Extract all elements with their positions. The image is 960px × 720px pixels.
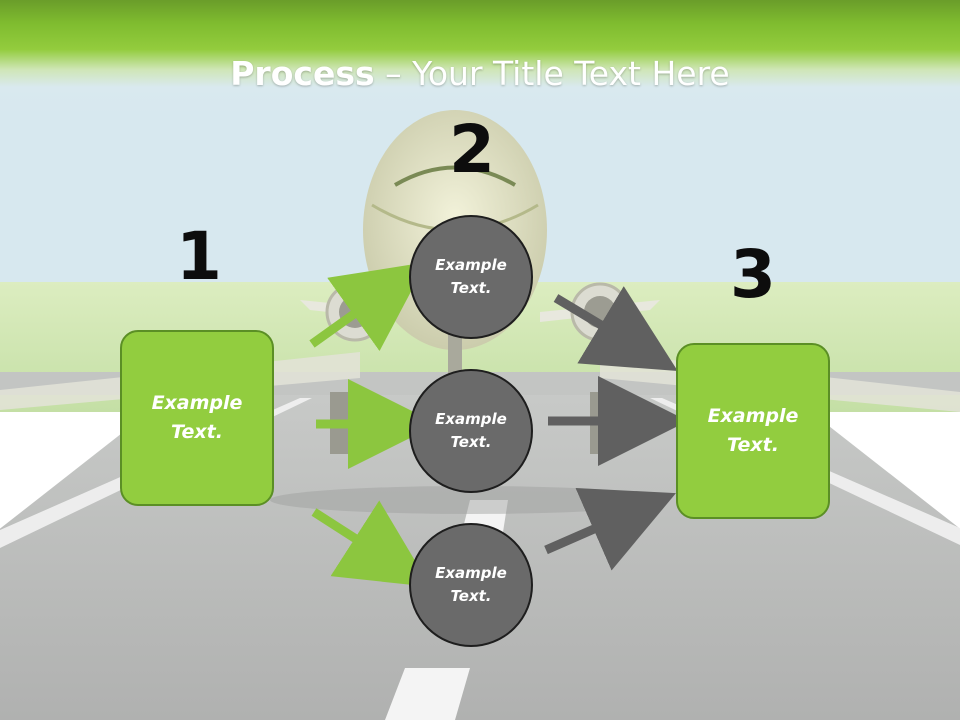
step-circle-top-text: Example Text.: [435, 256, 507, 297]
arrow-right-icon: [553, 286, 678, 372]
step-number-2: 2: [449, 111, 495, 188]
slide-title: Process – Your Title Text Here: [0, 52, 960, 96]
step-circle-bottom-text: Example Text.: [435, 564, 507, 605]
step-circle-middle-text: Example Text.: [435, 410, 507, 451]
step-circle-top: Example Text.: [409, 215, 533, 339]
title-rest-part: – Your Title Text Here: [374, 54, 730, 93]
arrow-right-icon: [309, 262, 427, 352]
step-box-3-text: Example Text.: [707, 405, 799, 456]
title-bold-part: Process: [230, 54, 375, 93]
step-circle-bottom: Example Text.: [409, 523, 533, 647]
step-number-1: 1: [176, 218, 222, 295]
step-box-1-text: Example Text.: [151, 392, 243, 443]
step-number-3: 3: [730, 236, 776, 313]
arrow-right-icon: [544, 487, 676, 571]
step-box-1: Example Text.: [120, 330, 274, 506]
step-box-3: Example Text.: [676, 343, 830, 519]
arrow-right-icon: [311, 500, 431, 587]
step-circle-middle: Example Text.: [409, 369, 533, 493]
